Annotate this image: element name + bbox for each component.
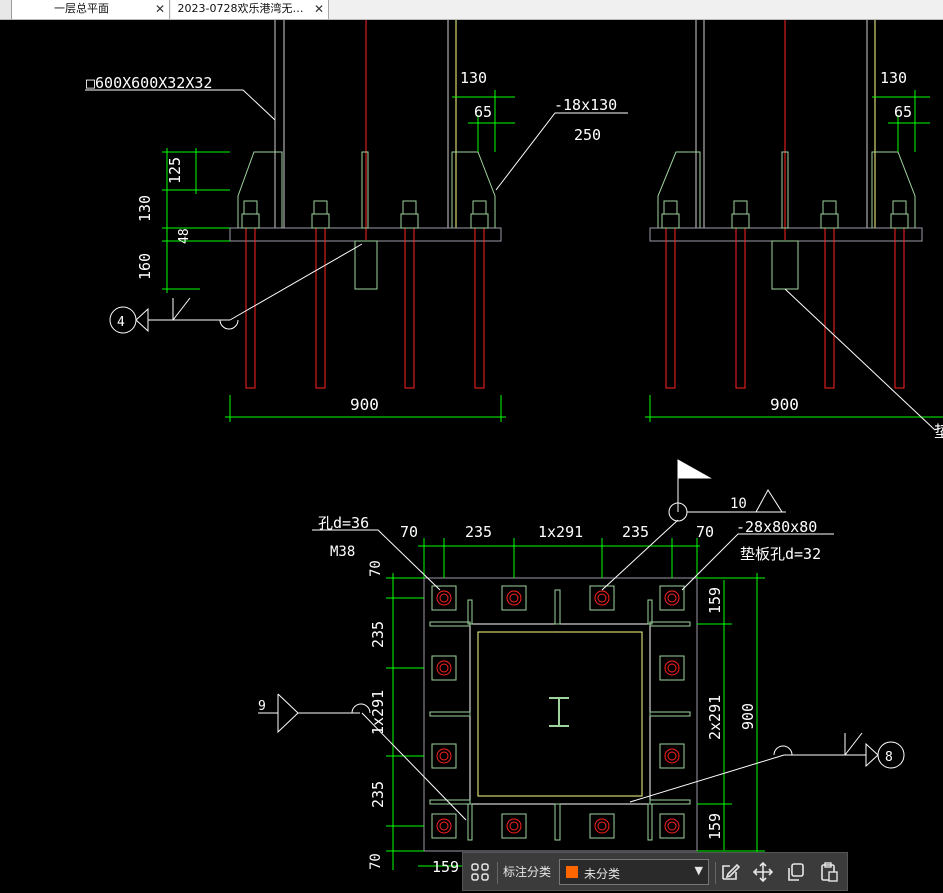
stiffener-label: -28x80x80 [736,518,817,536]
cad-canvas[interactable]: □600X600X32X32 -18x130 250 130 65 125 13… [0,20,943,893]
close-icon[interactable]: ✕ [154,2,165,16]
tab-label: 一层总平面 [54,2,109,15]
tab-floor-plan[interactable]: 一层总平面 ✕ [12,0,170,19]
dim-130-top-right: 130 [880,69,907,87]
width-dim-right: 900 [770,395,799,414]
copy-icon[interactable] [785,861,807,883]
edge-text: 垫 [934,422,943,441]
chevron-down-icon: ▼ [694,864,703,877]
move-icon[interactable] [752,861,774,883]
bubble-9: 9 [258,699,266,714]
width-dim: 900 [350,395,379,414]
tab-drawing[interactable]: 2023-0728欢乐港湾无… ✕ [171,0,329,19]
top-dim-235-left: 235 [465,523,492,541]
toolbar-separator [715,862,716,884]
tab-bar: 一层总平面 ✕ 2023-0728欢乐港湾无… ✕ [0,0,943,20]
right-total-dim: 900 [739,703,757,730]
upper-right-detail: 130 65 900 垫 [645,20,943,441]
left-dim-70-bottom: 70 [368,853,384,870]
dim-125: 125 [166,157,184,184]
bubble-4: 4 [117,315,125,330]
annotation-toolbar: 标注分类 未分类 ▼ [462,852,848,891]
category-select-value: 未分类 [584,867,621,881]
washer-label: 垫板孔d=32 [740,545,821,563]
plate-label: -18x130 [554,96,617,114]
left-dim-1x291: 1x291 [369,690,387,735]
hole-label: 孔d=36 [318,514,369,532]
tab-label: 2023-0728欢乐港湾无… [177,2,304,15]
upper-left-detail: □600X600X32X32 -18x130 250 130 65 125 13… [85,20,628,422]
right-dim-159-bottom: 159 [706,813,724,840]
top-dim-1x291: 1x291 [538,523,583,541]
bolt-label: M38 [330,544,355,560]
section-label: □600X600X32X32 [86,74,212,92]
right-dim-159-top: 159 [706,587,724,614]
top-dim-235-right: 235 [622,523,649,541]
dim-130-top: 130 [460,69,487,87]
category-color-swatch [566,866,578,878]
tab-scroll-left[interactable] [0,0,12,19]
paste-icon[interactable] [818,861,840,883]
top-dim-70-right: 70 [696,523,714,541]
weld-size: 10 [730,496,747,512]
plan-view: 10 [258,459,905,876]
left-dim-235-top: 235 [369,621,387,648]
left-dim-235-bottom: 235 [369,781,387,808]
grid-icon[interactable] [469,861,491,883]
bottom-dim-159: 159 [432,858,459,876]
dim-48: 48 [177,228,192,244]
right-dim-2x291: 2x291 [706,695,724,740]
top-dim-70-left: 70 [400,523,418,541]
dim-65-right: 65 [894,103,912,121]
left-dim-70-top: 70 [368,560,384,577]
dim-65: 65 [474,103,492,121]
category-label: 标注分类 [503,865,552,879]
dim-130-left: 130 [136,195,154,222]
plate-sub-label: 250 [574,126,601,144]
category-select[interactable]: 未分类 ▼ [559,859,709,885]
dim-160: 160 [136,253,154,280]
edit-icon[interactable] [719,861,741,883]
close-icon[interactable]: ✕ [313,2,324,16]
toolbar-separator [497,862,498,884]
bubble-8: 8 [885,750,893,765]
